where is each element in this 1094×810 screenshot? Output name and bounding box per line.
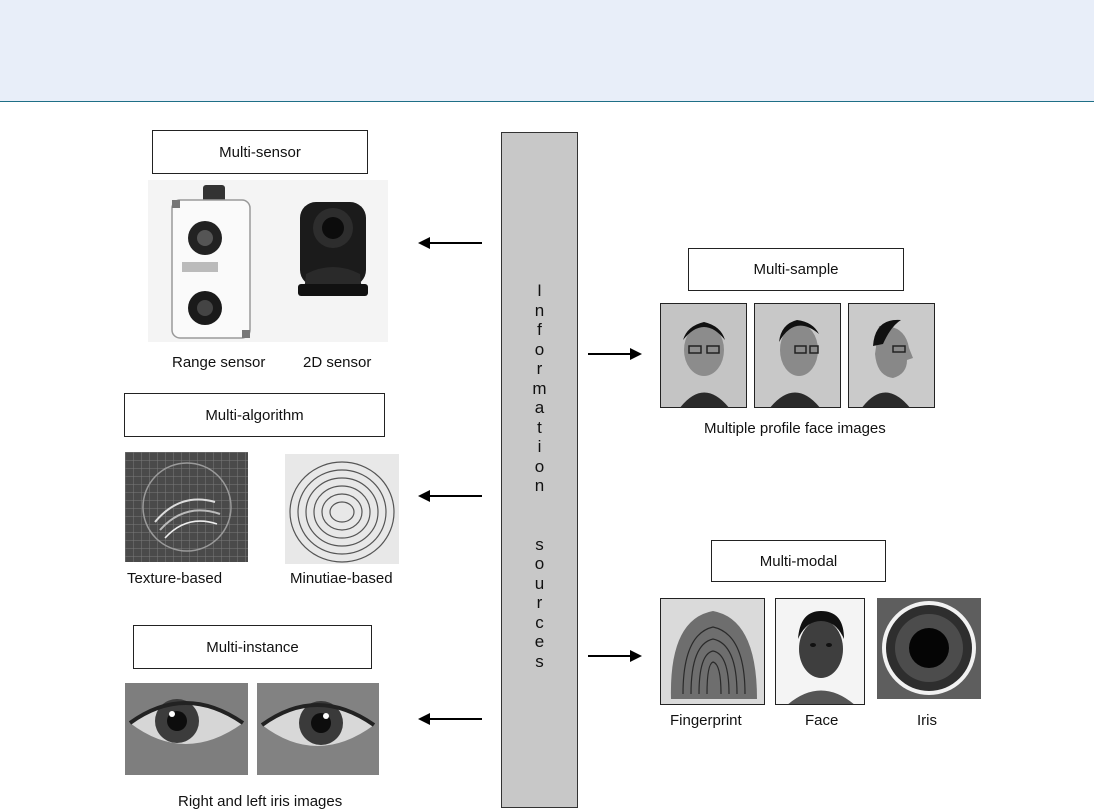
- arrow-to-multi-sample: [588, 346, 642, 362]
- info-letter: e: [535, 632, 544, 652]
- info-letter: r: [537, 359, 543, 379]
- arrow-to-multi-modal: [588, 648, 642, 664]
- info-letter: a: [535, 398, 544, 418]
- info-letter: n: [535, 301, 544, 321]
- info-letter: i: [538, 437, 542, 457]
- info-letter: o: [535, 340, 544, 360]
- info-letter: o: [535, 554, 544, 574]
- iris-modal-image: [877, 598, 981, 699]
- fingerprint-image: [660, 598, 765, 705]
- multi-algorithm-label-box: Multi-algorithm: [124, 393, 385, 437]
- minutiae-based-image: [285, 454, 399, 564]
- texture-based-caption: Texture-based: [127, 570, 222, 587]
- face-frontal-image: [660, 303, 747, 408]
- arrow-to-multi-instance: [418, 711, 484, 727]
- arrow-to-multi-algorithm: [418, 488, 484, 504]
- multi-instance-label: Multi-instance: [206, 639, 299, 656]
- header-band: [0, 0, 1094, 102]
- info-letter: r: [537, 593, 543, 613]
- 2d-sensor-caption: 2D sensor: [303, 354, 371, 371]
- minutiae-based-caption: Minutiae-based: [290, 570, 393, 587]
- multi-modal-label-box: Multi-modal: [711, 540, 886, 582]
- info-letter: c: [535, 613, 544, 633]
- left-iris-image: [257, 683, 379, 775]
- range-sensor-caption: Range sensor: [172, 354, 265, 371]
- range-sensor-image: [148, 180, 388, 342]
- multi-modal-label: Multi-modal: [760, 553, 838, 570]
- info-letter: I: [537, 281, 542, 301]
- texture-based-image: [125, 452, 248, 562]
- multi-sensor-label: Multi-sensor: [219, 144, 301, 161]
- face-modal-image: [775, 598, 865, 705]
- info-letter: o: [535, 457, 544, 477]
- face-caption: Face: [805, 712, 838, 729]
- info-letter: n: [535, 476, 544, 496]
- info-letter: m: [532, 379, 546, 399]
- info-letter: f: [537, 320, 542, 340]
- info-letter: s: [535, 535, 544, 555]
- info-letter: u: [535, 574, 544, 594]
- multi-sensor-label-box: Multi-sensor: [152, 130, 368, 174]
- multi-sample-label: Multi-sample: [753, 261, 838, 278]
- face-profile-image: [848, 303, 935, 408]
- iris-images-caption: Right and left iris images: [178, 793, 342, 810]
- iris-caption: Iris: [917, 712, 937, 729]
- multi-sample-label-box: Multi-sample: [688, 248, 904, 291]
- arrow-to-multi-sensor: [418, 235, 484, 251]
- info-letter: s: [535, 652, 544, 672]
- multi-algorithm-label: Multi-algorithm: [205, 407, 303, 424]
- right-iris-image: [125, 683, 248, 775]
- multi-sample-caption: Multiple profile face images: [704, 420, 886, 437]
- info-letter: t: [537, 418, 542, 438]
- multi-instance-label-box: Multi-instance: [133, 625, 372, 669]
- face-three-quarter-image: [754, 303, 841, 408]
- fingerprint-caption: Fingerprint: [670, 712, 742, 729]
